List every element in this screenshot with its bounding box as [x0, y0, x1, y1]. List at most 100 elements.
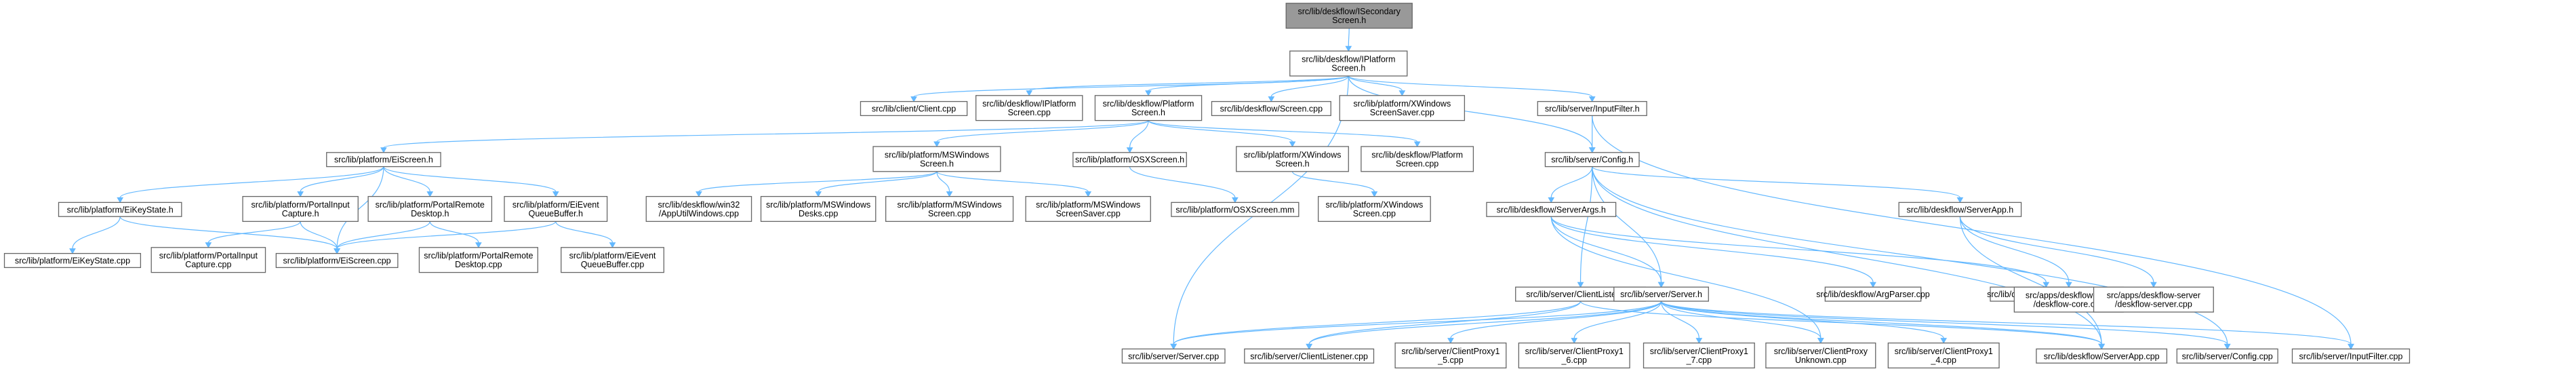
node-label: ScreenSaver.cpp — [1370, 108, 1434, 117]
node-label: src/lib/server/InputFilter.h — [1545, 104, 1640, 114]
node-box — [645, 195, 752, 223]
edge-arrowhead — [297, 191, 304, 197]
edge-line — [207, 221, 301, 244]
edge-n13-n25 — [1592, 166, 1964, 204]
edge-n1-n3 — [1026, 75, 1349, 96]
graph-node-n43[interactable]: src/lib/server/ClientProxy1_4.cpp — [1887, 342, 2000, 369]
edge-line — [1959, 216, 2154, 283]
graph-node-n8[interactable]: src/lib/platform/EiScreen.h — [326, 152, 441, 168]
graph-node-n10[interactable]: src/lib/platform/OSXScreen.h — [1072, 152, 1187, 168]
graph-node-n24[interactable]: src/lib/deskflow/ServerArgs.h — [1486, 201, 1617, 217]
edge-arrowhead — [1170, 343, 1178, 350]
graph-node-n18[interactable]: src/lib/deskflow/win32/AppUtilWindows.cp… — [645, 195, 752, 223]
edge-arrowhead — [1588, 147, 1596, 153]
edge-n32-n41 — [1660, 301, 1703, 344]
edge-n32-n44 — [1660, 301, 2106, 350]
edge-n32-n45 — [1660, 301, 2231, 350]
graph-node-n28[interactable]: src/lib/platform/EiScreen.cpp — [275, 252, 399, 269]
graph-node-n7[interactable]: src/lib/server/InputFilter.h — [1537, 100, 1647, 117]
node-label: src/lib/platform/PortalInput — [159, 251, 258, 260]
edge-arrowhead — [2150, 282, 2157, 288]
edge-arrowhead — [1577, 282, 1584, 288]
graph-node-n2[interactable]: src/lib/client/Client.cpp — [860, 100, 968, 117]
edge-n1-n6 — [1348, 75, 1406, 96]
edge-arrowhead — [1413, 141, 1421, 148]
edge-line — [1592, 166, 1662, 283]
node-box — [872, 146, 1001, 172]
node-label: src/lib/platform/XWindows — [1353, 99, 1451, 109]
node-label: src/lib/server/ClientProxy1 — [1895, 347, 1993, 356]
edge-line — [1173, 301, 1662, 345]
edge-arrowhead — [334, 248, 340, 254]
graph-node-n25[interactable]: src/lib/deskflow/ServerApp.h — [1898, 201, 2022, 217]
node-box — [275, 252, 399, 269]
node-box — [1285, 3, 1413, 29]
edge-line — [1550, 216, 1662, 283]
graph-node-n13[interactable]: src/lib/server/Config.h — [1544, 152, 1640, 168]
edge-n8-n17 — [383, 166, 559, 197]
graph-node-n45[interactable]: src/lib/server/Config.cpp — [2176, 348, 2278, 364]
graph-node-n22[interactable]: src/lib/platform/OSXScreen.mm — [1171, 201, 1300, 217]
graph-node-n31[interactable]: src/lib/server/ClientListener.h — [1515, 286, 1646, 302]
edge-line — [1660, 301, 1822, 339]
edge-line — [913, 75, 1349, 98]
edge-line — [1660, 301, 2102, 345]
edge-line — [1173, 301, 1582, 345]
graph-node-n5[interactable]: src/lib/deskflow/Screen.cpp — [1211, 100, 1331, 117]
node-box — [1121, 348, 1226, 364]
edge-n32-n37 — [1170, 301, 1662, 350]
edge-line — [1959, 216, 2102, 345]
edge-line — [1291, 171, 1375, 192]
node-box — [860, 100, 968, 117]
graph-node-n14[interactable]: src/lib/platform/EiKeyState.h — [58, 201, 182, 217]
node-label: Screen.h — [1332, 16, 1366, 25]
edge-n4-n12 — [1148, 120, 1421, 148]
graph-node-n37[interactable]: src/lib/server/Server.cpp — [1121, 348, 1226, 364]
node-label: src/lib/deskflow/ServerArgs.h — [1497, 205, 1606, 214]
edge-line — [936, 171, 1089, 193]
node-box — [1361, 146, 1474, 172]
edge-arrowhead — [205, 242, 212, 248]
graph-node-n40[interactable]: src/lib/server/ClientProxy1_6.cpp — [1518, 342, 1630, 369]
graph-node-n38[interactable]: src/lib/server/ClientListener.cpp — [1244, 348, 1375, 364]
node-label: src/lib/deskflow/ServerApp.h — [1907, 205, 2014, 214]
edge-arrowhead — [1306, 343, 1313, 350]
graph-node-n44[interactable]: src/lib/deskflow/ServerApp.cpp — [2036, 348, 2168, 364]
node-label: src/lib/server/ClientListener.cpp — [1250, 351, 1368, 361]
edge-line — [1148, 120, 1293, 142]
graph-node-n46[interactable]: src/lib/server/InputFilter.cpp — [2291, 348, 2411, 364]
graph-node-n41[interactable]: src/lib/server/ClientProxy1_7.cpp — [1643, 342, 1755, 369]
node-label: src/lib/platform/MSWindows — [766, 200, 870, 210]
graph-node-n33[interactable]: src/lib/deskflow/ArgParser.cpp — [1816, 286, 1930, 302]
node-label: src/lib/platform/EiEvent — [569, 251, 656, 260]
edge-n11-n23 — [1291, 171, 1378, 197]
edge-n13-n24 — [1548, 166, 1593, 204]
node-label: ScreenSaver.cpp — [1056, 209, 1121, 218]
edge-line — [1579, 166, 1593, 283]
node-label: src/lib/server/ClientProxy1 — [1650, 347, 1748, 356]
graph-node-n36[interactable]: src/apps/deskflow-server/deskflow-server… — [2093, 286, 2214, 313]
graph-node-n21[interactable]: src/lib/platform/MSWindowsScreenSaver.cp… — [1025, 195, 1151, 223]
graph-node-n26[interactable]: src/lib/platform/EiKeyState.cpp — [3, 252, 142, 269]
node-label: src/lib/deskflow/Screen.cpp — [1220, 104, 1323, 114]
graph-node-n39[interactable]: src/lib/server/ClientProxy1_5.cpp — [1394, 342, 1507, 369]
graph-node-n32[interactable]: src/lib/server/Server.h — [1613, 286, 1709, 302]
